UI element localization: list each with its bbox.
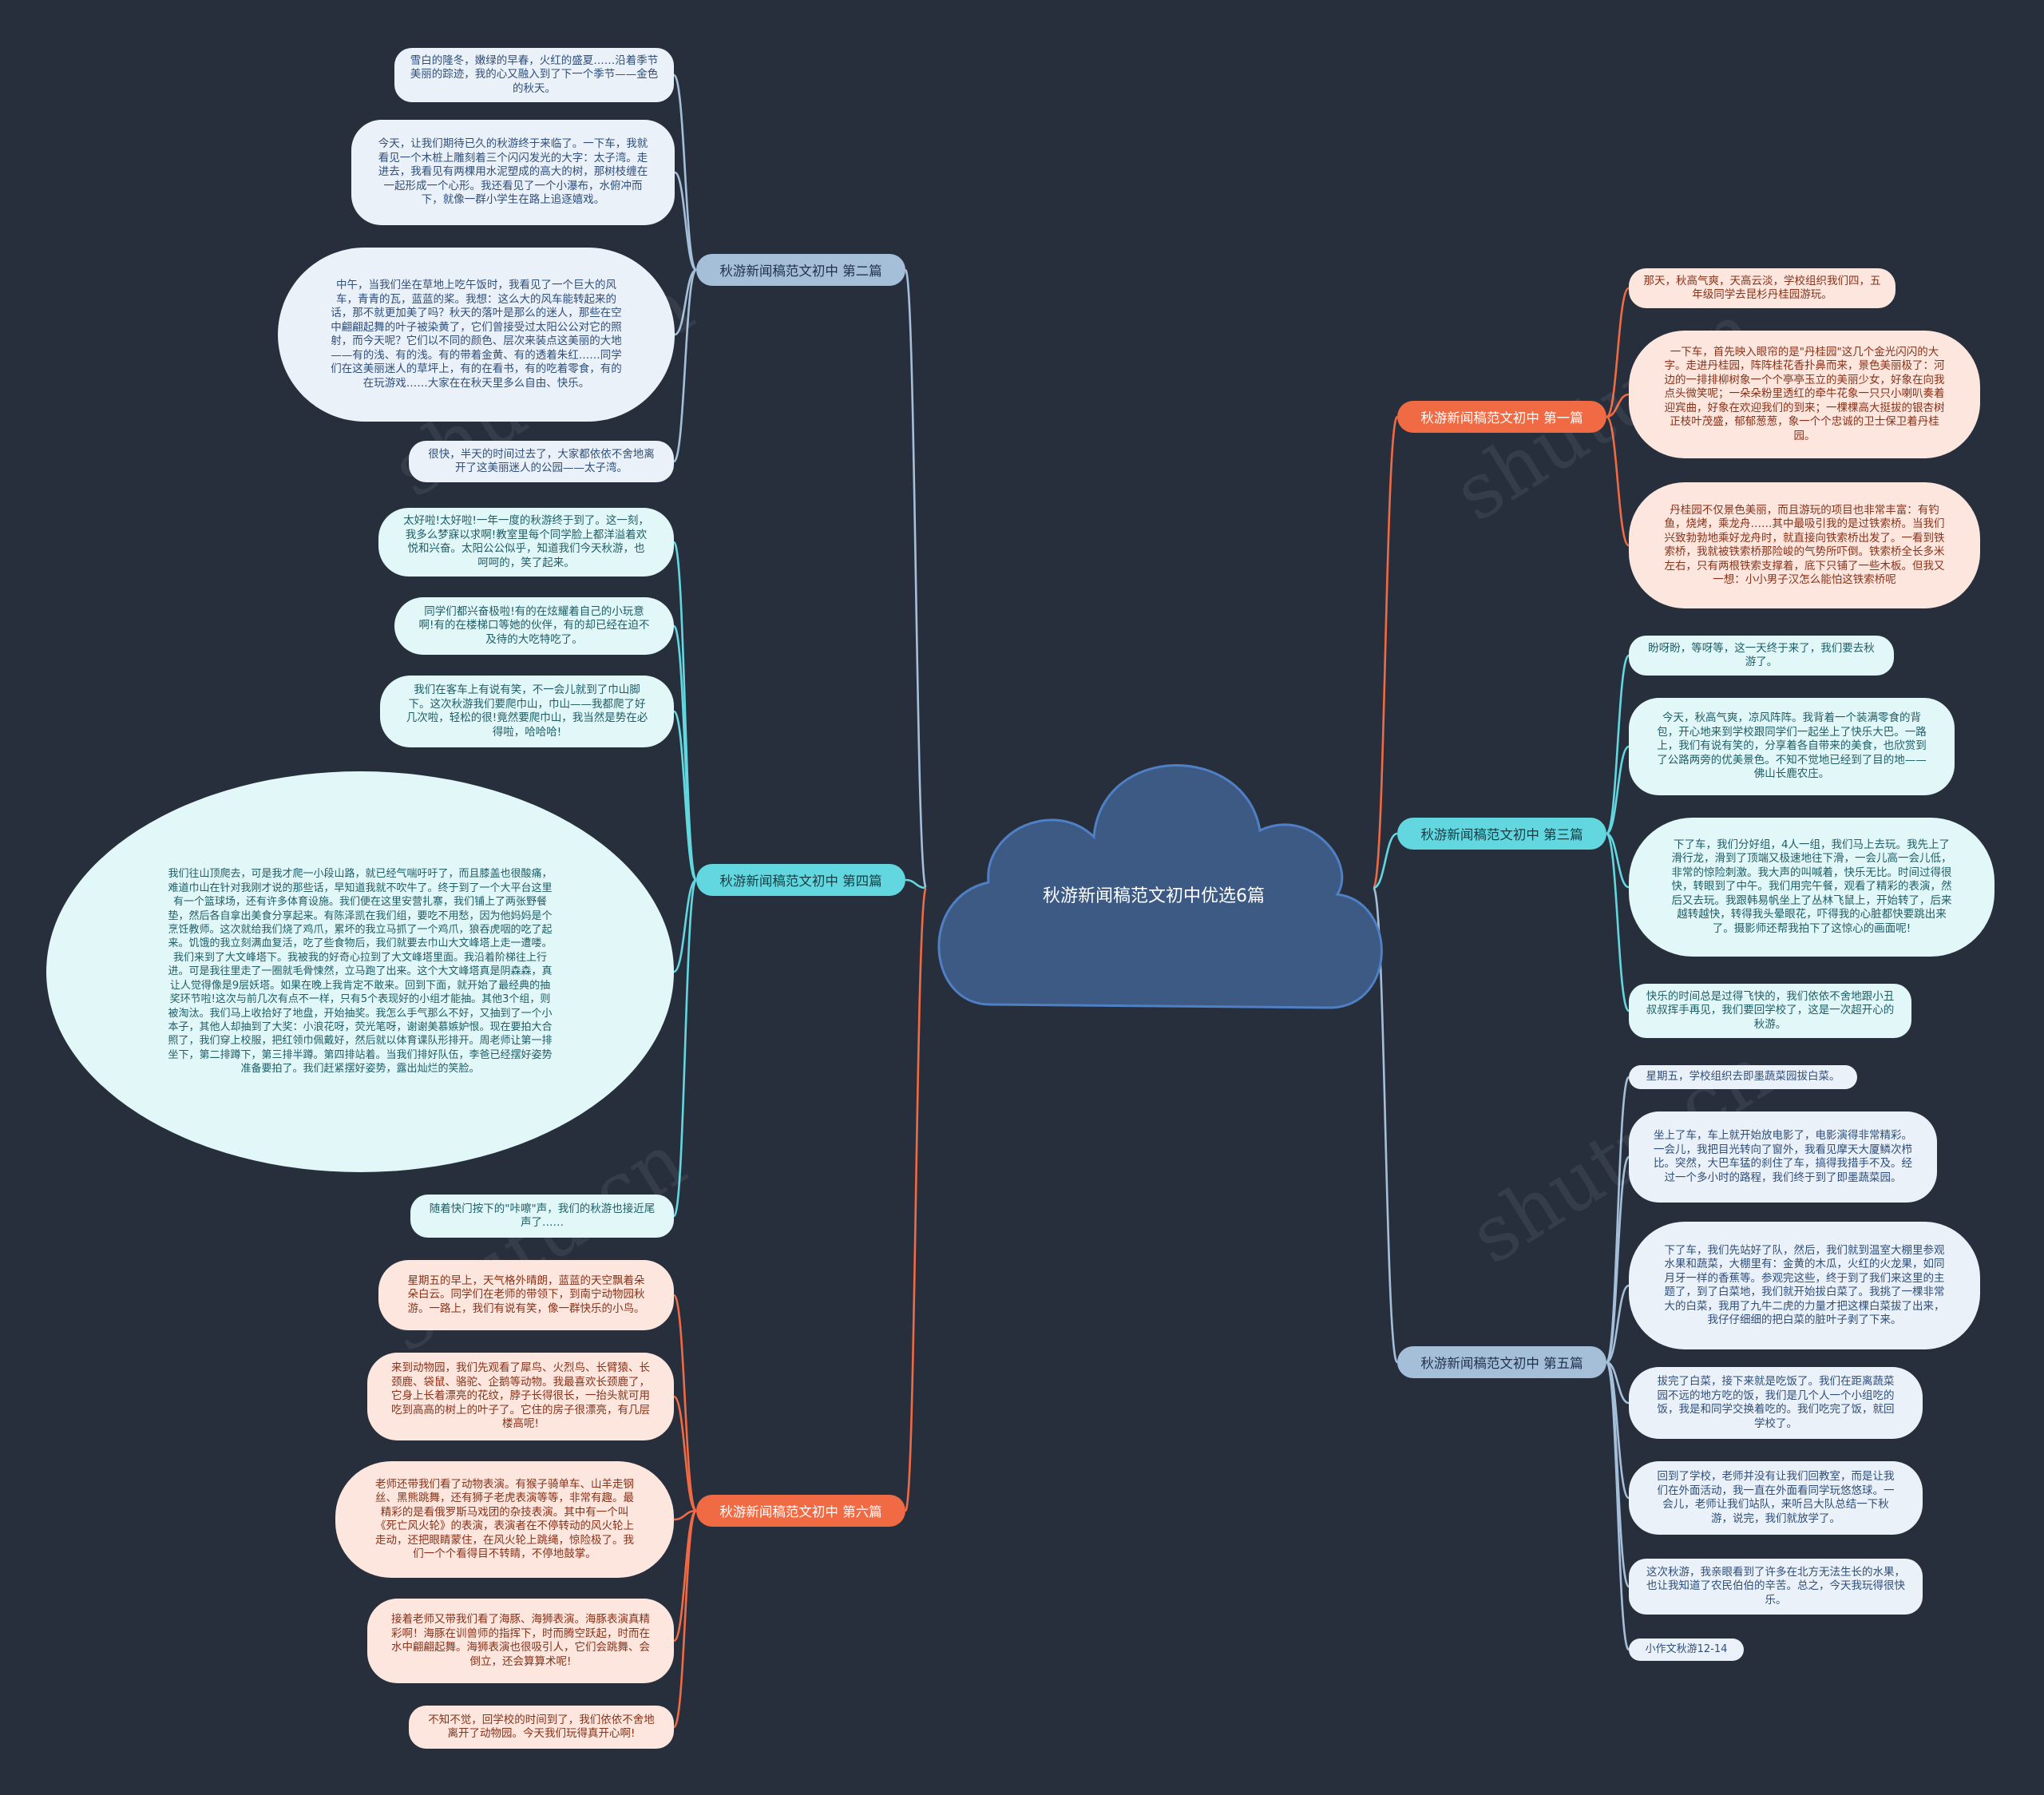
- branch-2-note-1[interactable]: 雪白的隆冬，嫩绿的早春，火红的盛夏……沿着季节美丽的踪迹，我的心又融入到了下一个…: [394, 48, 674, 102]
- branch-2-note-2[interactable]: 今天，让我们期待已久的秋游终于来临了。一下车，我就看见一个木桩上雕刻着三个闪闪发…: [351, 120, 675, 225]
- branch-6-note-3[interactable]: 老师还带我们看了动物表演。有猴子骑单车、山羊走钢丝、黑熊跳舞，还有狮子老虎表演等…: [335, 1461, 674, 1578]
- branch-to-note-connector: [673, 1395, 697, 1512]
- center-to-branch-connector: [905, 878, 927, 890]
- branch-to-note-connector: [1605, 832, 1630, 1012]
- branch-to-note-connector: [1605, 1361, 1630, 1651]
- branch-4-note-2[interactable]: 同学们都兴奋极啦!有的在炫耀着自己的小玩意啊!有的在楼梯口等她的伙伴，有的却已经…: [394, 597, 674, 655]
- branch-5-note-1[interactable]: 星期五，学校组织去即墨蔬菜园拔白菜。: [1629, 1065, 1857, 1089]
- center-to-branch-connector: [904, 268, 928, 890]
- branch-to-note-connector: [1606, 745, 1630, 835]
- branch-topic-4[interactable]: 秋游新闻稿范文初中 第四篇: [696, 864, 905, 896]
- branch-to-note-connector: [1606, 832, 1630, 889]
- branch-3-note-4[interactable]: 快乐的时间总是过得飞快的，我们依依不舍地跟小丑叔叔挥手再见，我们要回学校了，这是…: [1629, 984, 1911, 1038]
- center-title[interactable]: 秋游新闻稿范文初中优选6篇: [1043, 886, 1265, 906]
- branch-to-note-connector: [1605, 415, 1630, 547]
- center-to-branch-connector: [904, 886, 928, 1512]
- branch-1-note-3[interactable]: 丹桂园不仅景色美丽，而且游玩的项目也非常丰富：有钓鱼，烧烤，乘龙舟……其中最吸引…: [1629, 482, 1980, 608]
- branch-topic-3[interactable]: 秋游新闻稿范文初中 第三篇: [1397, 818, 1606, 850]
- branch-to-note-connector: [1605, 654, 1630, 835]
- branch-5-note-4[interactable]: 拔完了白菜，接下来就是吃饭了。我们在距离蔬菜园不远的地方吃的饭，我们是几个人一个…: [1629, 1367, 1923, 1439]
- branch-1-note-2[interactable]: 一下车，首先映入眼帘的是"丹桂园"这几个金光闪闪的大字。走进丹桂园，阵阵桂花香扑…: [1629, 331, 1980, 458]
- branch-topic-6[interactable]: 秋游新闻稿范文初中 第六篇: [696, 1495, 905, 1527]
- branch-to-note-connector: [1606, 1361, 1630, 1405]
- branch-6-note-5[interactable]: 不知不觉，回学校的时间到了，我们依依不舍地离开了动物园。今天我们玩得真开心啊!: [409, 1706, 674, 1749]
- branch-to-note-connector: [672, 268, 698, 463]
- branch-2-note-3[interactable]: 中午，当我们坐在草地上吃午饭时，我看见了一个巨大的风车，青青的瓦，蓝蓝的桨。我想…: [278, 248, 675, 422]
- branch-to-note-connector: [1606, 1284, 1630, 1364]
- branch-4-note-5[interactable]: 随着快门按下的"咔嚓"声，我们的秋游也接近尾声了……: [410, 1195, 674, 1238]
- connector-lines: [672, 73, 1630, 1729]
- branch-3-note-3[interactable]: 下了车，我们分好组，4人一组，我们马上去玩。我先上了滑行龙，滑到了顶端又极速地往…: [1629, 818, 1994, 957]
- branch-1-note-1[interactable]: 那天，秋高气爽，天高云淡，学校组织我们四，五年级同学去昆杉丹桂园游玩。: [1629, 268, 1895, 308]
- branch-to-note-connector: [672, 1509, 698, 1729]
- center-cloud: [937, 764, 1383, 1009]
- branch-6-note-2[interactable]: 来到动物园，我们先观看了犀鸟、火烈鸟、长臂猿、长颈鹿、袋鼠、骆驼、企鹅等动物。我…: [367, 1353, 674, 1440]
- branch-3-note-1[interactable]: 盼呀盼，等呀等，这一天终于来了，我们要去秋游了。: [1629, 636, 1894, 676]
- branch-to-note-connector: [673, 1509, 697, 1521]
- branch-to-note-connector: [672, 878, 698, 1218]
- branch-topic-2[interactable]: 秋游新闻稿范文初中 第二篇: [696, 254, 905, 286]
- branch-to-note-connector: [672, 1294, 698, 1512]
- branch-topic-1[interactable]: 秋游新闻稿范文初中 第一篇: [1397, 401, 1606, 433]
- branch-to-note-connector: [672, 624, 698, 882]
- branch-6-note-1[interactable]: 星期五的早上，天气格外晴朗，蓝蓝的天空飘着朵朵白云。同学们在老师的带领下，到南宁…: [378, 1260, 674, 1330]
- center-to-branch-connector: [1373, 832, 1398, 890]
- branch-to-note-connector: [1605, 1155, 1630, 1364]
- branch-4-note-3[interactable]: 我们在客车上有说有笑，不一会儿就到了巾山脚下。这次秋游我们要爬巾山，巾山——我都…: [380, 676, 674, 747]
- branch-to-note-connector: [672, 73, 698, 271]
- branch-to-note-connector: [673, 878, 697, 973]
- center-to-branch-connector: [1372, 415, 1399, 890]
- branch-6-note-4[interactable]: 接着老师又带我们看了海豚、海狮表演。海豚表演真精彩啊！海豚在训兽师的指挥下，时而…: [367, 1599, 674, 1683]
- branch-topic-5[interactable]: 秋游新闻稿范文初中 第五篇: [1397, 1346, 1606, 1378]
- branch-5-note-2[interactable]: 坐上了车，车上就开始放电影了，电影演得非常精彩。一会儿，我把目光转向了窗外，我看…: [1629, 1111, 1937, 1203]
- branch-2-note-4[interactable]: 很快，半天的时间过去了，大家都依依不舍地离开了这美丽迷人的公园——太子湾。: [409, 441, 674, 482]
- branch-to-note-connector: [674, 268, 697, 336]
- branch-5-note-7[interactable]: 小作文秋游12-14: [1629, 1638, 1744, 1661]
- branch-3-note-2[interactable]: 今天，秋高气爽，凉风阵阵。我背着一个装满零食的背包，开心地来到学校跟同学们一起坐…: [1629, 698, 1955, 795]
- branch-5-note-6[interactable]: 这次秋游，我亲眼看到了许多在北方无法生长的水果，也让我知道了农民伯伯的辛苦。总之…: [1629, 1559, 1923, 1615]
- branch-to-note-connector: [1606, 393, 1630, 418]
- center-to-branch-connector: [1372, 886, 1399, 1364]
- branch-5-note-3[interactable]: 下了车，我们先站好了队，然后，我们就到温室大棚里参观水果和蔬菜，大棚里有：金黄的…: [1629, 1222, 1980, 1349]
- branch-to-note-connector: [672, 710, 698, 882]
- branch-to-note-connector: [674, 171, 697, 271]
- branch-to-note-connector: [672, 541, 698, 882]
- branch-to-note-connector: [1605, 287, 1630, 418]
- branch-4-note-4[interactable]: 我们往山顶爬去，可是我才爬一小段山路，就已经气喘吁吁了，而且膝盖也很酸痛，难道巾…: [46, 771, 674, 1172]
- branch-4-note-1[interactable]: 太好啦!太好啦!一年一度的秋游终于到了。这一刻，我多么梦寐以求啊!教室里每个同学…: [378, 508, 674, 577]
- branch-to-note-connector: [1605, 1361, 1630, 1588]
- branch-5-note-5[interactable]: 回到了学校，老师并没有让我们回教室，而是让我们在外面活动，我一直在外面看同学玩悠…: [1629, 1461, 1923, 1535]
